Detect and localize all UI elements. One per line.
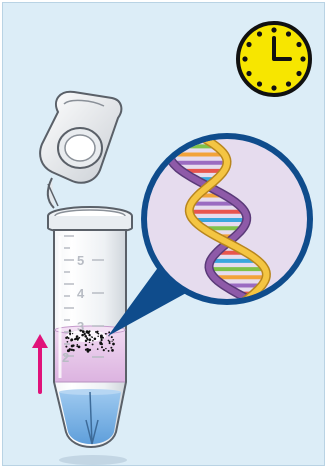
tube-rim bbox=[48, 207, 132, 233]
up-arrow-icon bbox=[32, 334, 48, 392]
tube-shadow bbox=[59, 455, 127, 465]
scale-label-4: 4 bbox=[77, 286, 85, 301]
tube-cap bbox=[40, 92, 121, 208]
clock-icon bbox=[238, 23, 310, 95]
scale-label-5: 5 bbox=[77, 253, 84, 268]
scale-label-2: 2 bbox=[62, 350, 69, 365]
